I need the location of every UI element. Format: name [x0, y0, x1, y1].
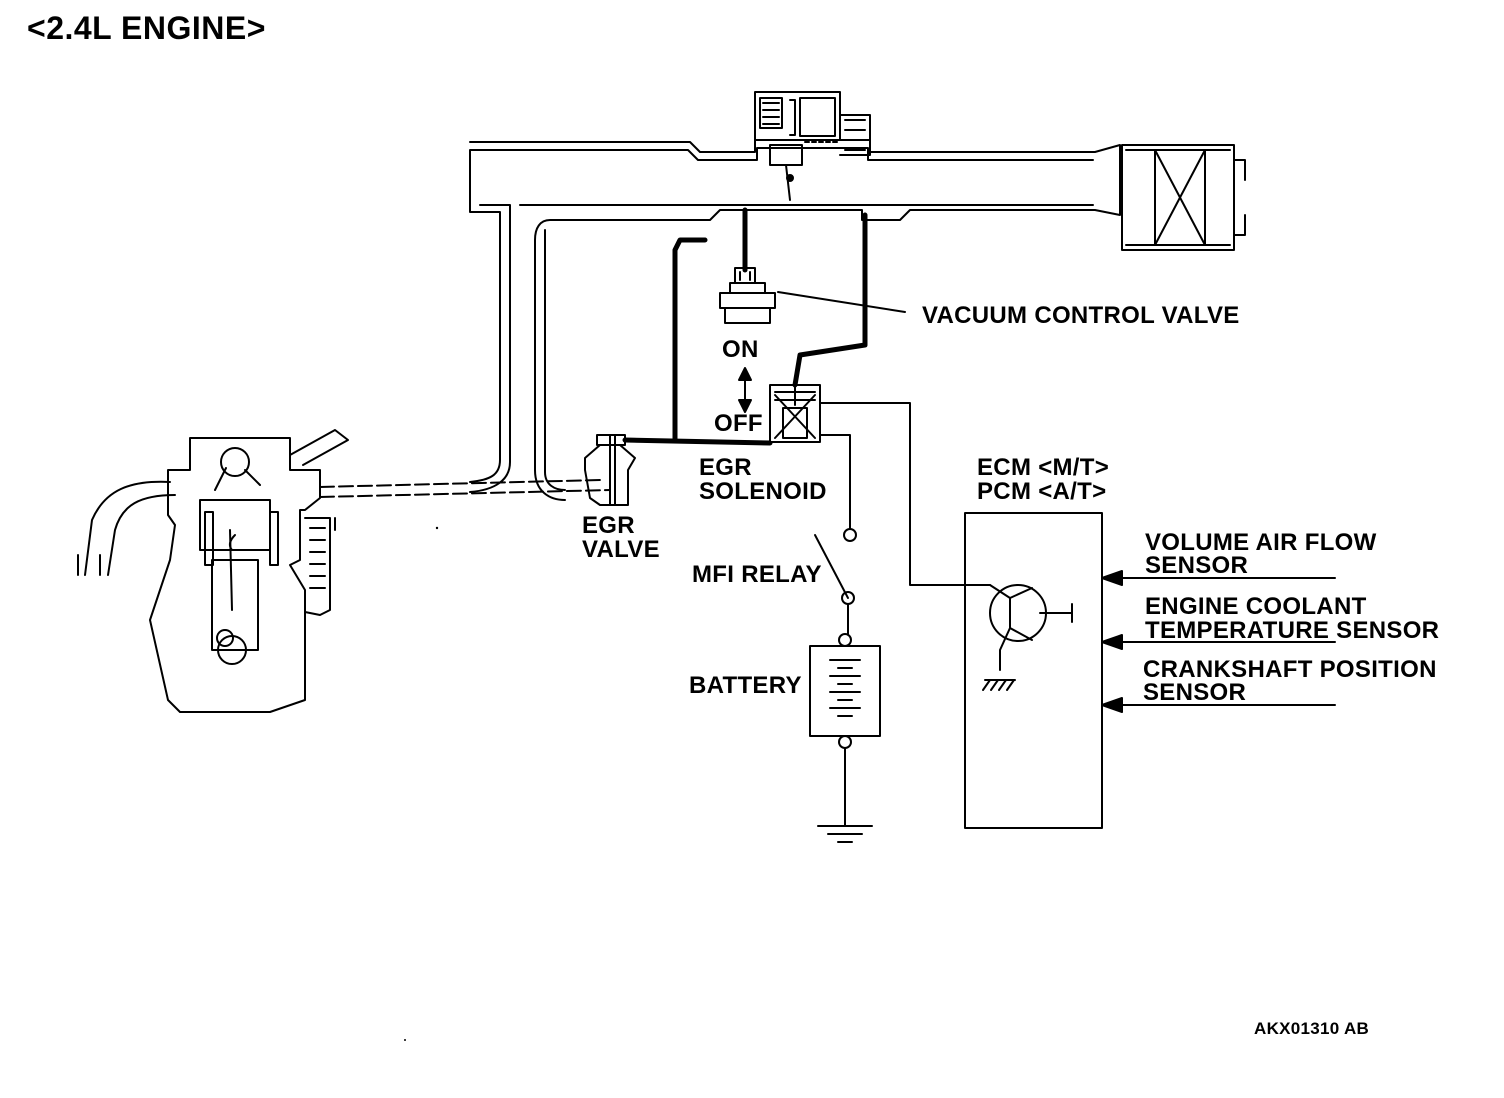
- sensor-label-engine-coolant-line1: ENGINE COOLANT: [1145, 593, 1367, 620]
- intake-air-passage: [469, 139, 1121, 501]
- vacuum-control-valve: [719, 267, 906, 324]
- sensor-label-crankshaft-position-line2: SENSOR: [1143, 679, 1247, 706]
- battery-label: BATTERY: [689, 672, 802, 699]
- on-off-arrow: [738, 367, 752, 413]
- sensor-label-volume-air-flow-line2: SENSOR: [1145, 552, 1249, 579]
- egr-valve-label-line2: VALVE: [582, 536, 660, 563]
- sensor-input-arrows: [1101, 570, 1336, 713]
- diagram-title: <2.4L ENGINE>: [27, 10, 266, 46]
- vacuum-hoses: [622, 207, 868, 446]
- scan-specks: [404, 526, 439, 1041]
- throttle-body: [754, 91, 871, 201]
- ecm-label: ECM <M/T>: [977, 454, 1110, 481]
- pcm-label: PCM <A/T>: [977, 478, 1107, 505]
- egr-valve: [319, 434, 636, 506]
- figure-code: AKX01310 AB: [1254, 1019, 1370, 1038]
- on-label: ON: [722, 336, 759, 363]
- off-label: OFF: [714, 410, 763, 437]
- egr-solenoid-label-line1: EGR: [699, 454, 752, 481]
- mfi-relay-switch: [814, 528, 857, 637]
- sensor-label-engine-coolant-line2: TEMPERATURE SENSOR: [1145, 617, 1440, 644]
- air-cleaner: [1121, 144, 1246, 251]
- battery: [809, 633, 881, 843]
- sensor-label-volume-air-flow-line1: VOLUME AIR FLOW: [1145, 529, 1377, 556]
- sensor-label-crankshaft-position-line1: CRANKSHAFT POSITION: [1143, 656, 1437, 683]
- egr-solenoid-label-line2: SOLENOID: [699, 478, 827, 505]
- vacuum-control-valve-label: VACUUM CONTROL VALVE: [922, 302, 1240, 329]
- engine-cross-section: [77, 429, 349, 713]
- ecm-pcm-unit: [964, 512, 1103, 829]
- egr-valve-label-line1: EGR: [582, 512, 635, 539]
- egr-solenoid: [769, 384, 991, 586]
- mfi-relay-label: MFI RELAY: [692, 561, 822, 588]
